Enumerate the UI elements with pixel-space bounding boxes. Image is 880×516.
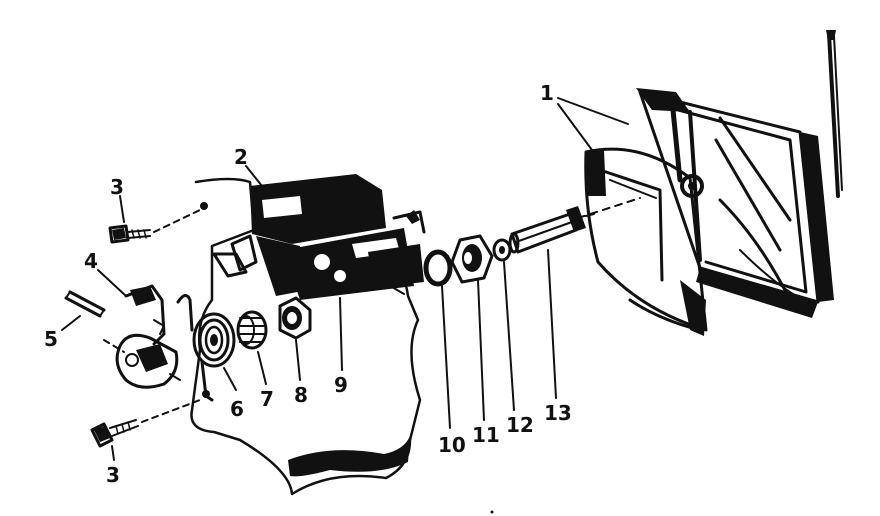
part-6-spring [176, 294, 236, 402]
part-1-housing [584, 88, 834, 336]
callout-1: 1 [540, 81, 554, 105]
part-8-nut [278, 296, 312, 340]
leader-3-bottom [111, 445, 115, 461]
part-11-washer [450, 234, 494, 284]
speck [490, 510, 494, 514]
leader-11 [477, 279, 485, 421]
leader-9 [339, 297, 343, 371]
leader-8 [295, 339, 301, 381]
leader-2 [245, 165, 263, 187]
part-7-coil [236, 310, 268, 350]
callout-12: 12 [506, 413, 534, 437]
callout-3-top: 3 [110, 175, 124, 199]
callout-6: 6 [230, 397, 244, 421]
part-4-cam-bracket [115, 284, 181, 389]
rod-part [826, 30, 843, 198]
callout-11: 11 [472, 423, 500, 447]
leader-10 [441, 285, 451, 429]
callout-10: 10 [438, 433, 466, 457]
part-3-screw-bottom [90, 399, 201, 448]
callout-13: 13 [544, 401, 572, 425]
callout-3-bottom: 3 [106, 463, 120, 487]
leader-3-top [119, 195, 125, 223]
part-3-screw-top [108, 209, 201, 244]
leader-7 [257, 351, 267, 385]
leader-1b [557, 103, 593, 151]
leader-6 [223, 367, 237, 391]
callout-8: 8 [294, 383, 308, 407]
dashed-axis-1 [577, 197, 641, 219]
leader-13 [547, 249, 557, 399]
part-12-small-washer [492, 238, 512, 262]
leader-1a [557, 97, 629, 125]
leader-12 [503, 261, 515, 411]
leader-4 [97, 269, 127, 297]
leader-5 [61, 315, 81, 331]
callout-9: 9 [334, 373, 348, 397]
part-2-valve-body [212, 174, 426, 300]
dashed-axis-4 [103, 339, 125, 353]
callout-2: 2 [234, 145, 248, 169]
part-10-o-ring [423, 249, 453, 287]
back-plate [190, 177, 422, 496]
part-5-pin [64, 290, 106, 318]
part-13-shaft [508, 206, 595, 254]
callout-5: 5 [44, 327, 58, 351]
callout-7: 7 [260, 387, 274, 411]
callout-4: 4 [84, 249, 98, 273]
